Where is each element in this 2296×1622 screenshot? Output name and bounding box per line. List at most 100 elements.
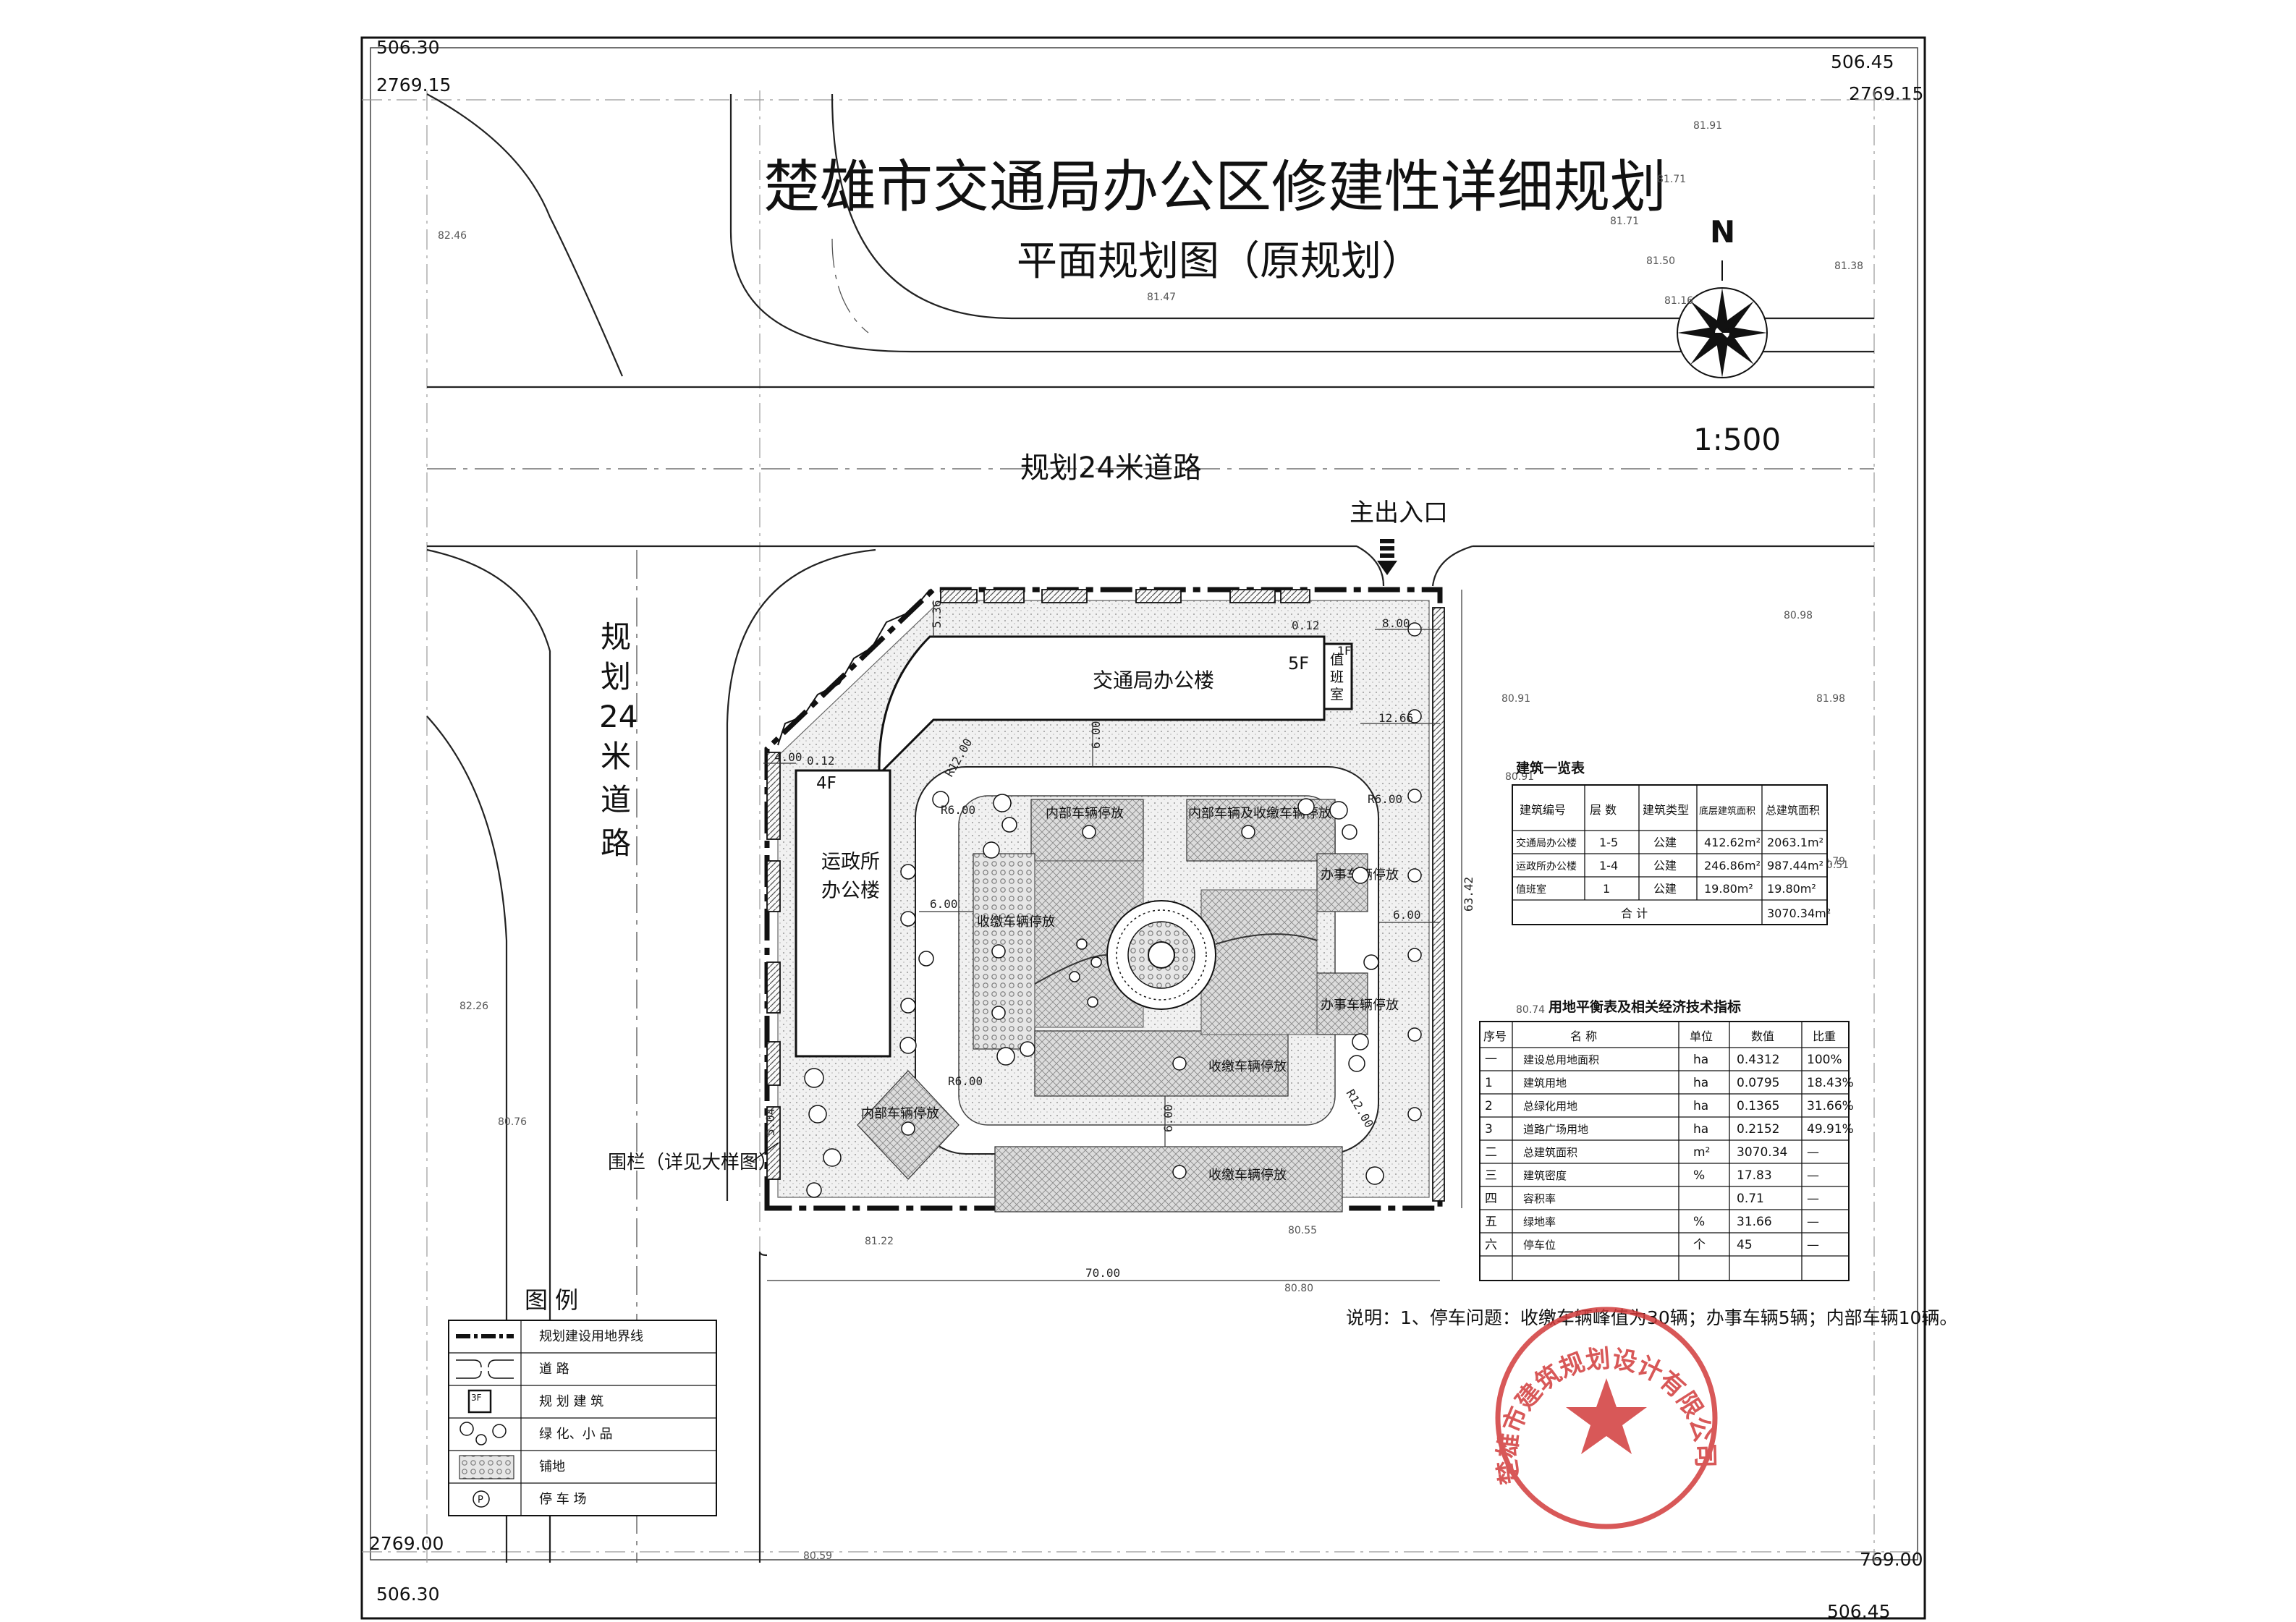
table-header: 层 数 bbox=[1590, 803, 1617, 817]
spot-elevation: 80.55 bbox=[1288, 1225, 1317, 1236]
transport-office-label: 交通局办公楼 bbox=[1093, 668, 1214, 692]
table-header: 底层建筑面积 bbox=[1699, 805, 1755, 817]
spot-elevation: 81.91 bbox=[1693, 120, 1722, 132]
west-road-char: 划 bbox=[601, 659, 631, 695]
table-cell: 2063.1m² bbox=[1767, 836, 1823, 849]
spot-elevation: 81.38 bbox=[1834, 260, 1863, 272]
land-table-cell: 建筑用地 bbox=[1523, 1077, 1567, 1090]
land-table-cell: 49.91% bbox=[1807, 1122, 1854, 1137]
coord-tr-y: 2769.15 bbox=[1849, 83, 1923, 104]
parking-label: 内部车辆及收缴车辆停放 bbox=[1188, 806, 1331, 821]
land-table-cell: 0.71 bbox=[1737, 1192, 1764, 1206]
land-table-cell: 17.83 bbox=[1737, 1168, 1772, 1183]
duty-room bbox=[1323, 642, 1353, 710]
west-road-char: 米 bbox=[601, 739, 631, 774]
inner-frame bbox=[370, 47, 1918, 1561]
land-table-cell: 0.1365 bbox=[1737, 1099, 1779, 1113]
land-table-cell: 3070.34 bbox=[1737, 1145, 1787, 1160]
spot-elevation: 81.47 bbox=[1147, 292, 1176, 303]
fence-label: 围栏（详见大样图） bbox=[608, 1152, 777, 1173]
land-table-cell: 容积率 bbox=[1523, 1192, 1556, 1205]
yunzheng-label-1: 运政所 bbox=[821, 851, 880, 873]
parking-label: 内部车辆停放 bbox=[861, 1106, 939, 1121]
parking-label: 收缴车辆停放 bbox=[1208, 1059, 1287, 1074]
dim-label: 8.00 bbox=[1382, 616, 1410, 630]
land-table-cell: — bbox=[1807, 1238, 1819, 1252]
spot-elevation: 80.76 bbox=[498, 1116, 527, 1128]
land-table-cell: 总绿化用地 bbox=[1523, 1100, 1577, 1113]
spot-elevation: 81.16 bbox=[1664, 295, 1693, 307]
duty-room-char: 值 bbox=[1330, 652, 1344, 668]
dim-label: 5.36 bbox=[930, 600, 944, 628]
land-table-cell: 建设总用地面积 bbox=[1523, 1053, 1599, 1066]
spot-elevation: 81.71 bbox=[1657, 174, 1686, 185]
table-cell: 1-5 bbox=[1599, 836, 1618, 849]
yunzheng-label-2: 办公楼 bbox=[821, 880, 880, 902]
table-cell: 412.62m² bbox=[1704, 836, 1761, 849]
land-table-cell: 18.43% bbox=[1807, 1076, 1854, 1090]
table-total-label: 合 计 bbox=[1621, 906, 1648, 920]
building-table: 建筑一览表 建筑编号 层 数 建筑类型 底层建筑面积 总建筑面积 交通局办公楼 … bbox=[1512, 760, 1831, 925]
spot-elevation: 80.91 bbox=[1501, 693, 1530, 705]
table-header: 比重 bbox=[1813, 1029, 1836, 1043]
table-cell: 1-4 bbox=[1599, 859, 1618, 872]
dim-label: R6.00 bbox=[1368, 792, 1402, 806]
parking-office-2 bbox=[1316, 972, 1368, 1035]
road-icon bbox=[456, 1359, 514, 1379]
dim-label: R6.00 bbox=[948, 1074, 983, 1088]
legend: 图 例 3F P 规划建设用地界线 道 路 规 划 建 筑 绿 化、小 品 铺地… bbox=[448, 1286, 717, 1516]
land-table-cell: 四 bbox=[1485, 1192, 1497, 1206]
table-cell: 1 bbox=[1603, 882, 1610, 896]
parking-icons bbox=[901, 825, 1255, 1179]
west-road-char: 路 bbox=[601, 825, 631, 861]
legend-label: 规划建设用地界线 bbox=[539, 1329, 643, 1344]
spot-elevation: 81.50 bbox=[1646, 255, 1675, 267]
spot-elevation: 82.26 bbox=[459, 1001, 488, 1012]
spot-elevation: 80.98 bbox=[1784, 610, 1813, 621]
spot-elevation: 80.91 bbox=[1505, 771, 1534, 783]
table-header: 序号 bbox=[1483, 1029, 1507, 1043]
land-table-cell: m² bbox=[1693, 1145, 1710, 1160]
company-seal: 楚雄市建筑规划设计有限公司 bbox=[1493, 1307, 1719, 1529]
dim-label: 70.00 bbox=[1085, 1266, 1120, 1280]
legend-title: 图 例 bbox=[525, 1286, 578, 1314]
table-header: 总建筑面积 bbox=[1766, 804, 1820, 817]
dim-label: R6.00 bbox=[941, 803, 975, 817]
table-cell: 246.86m² bbox=[1704, 859, 1761, 872]
parking-icon-label: P bbox=[478, 1495, 483, 1506]
land-table-cell: 二 bbox=[1485, 1145, 1497, 1160]
table-header: 建筑编号 bbox=[1520, 803, 1566, 817]
land-table-cell: 六 bbox=[1485, 1238, 1497, 1252]
legend-label: 停 车 场 bbox=[539, 1492, 586, 1507]
land-table-cell: 一 bbox=[1485, 1053, 1497, 1067]
land-table-cell: 0.4312 bbox=[1737, 1053, 1779, 1067]
spot-elevation: 80.59 bbox=[803, 1550, 832, 1562]
table-header: 名 称 bbox=[1570, 1029, 1597, 1043]
table-cell: 公建 bbox=[1653, 882, 1677, 896]
land-table-cell: 五 bbox=[1485, 1215, 1497, 1229]
west-road-label: 规 划 24 米 道 路 bbox=[599, 619, 637, 861]
greenery-icon bbox=[459, 1422, 507, 1445]
garden-path bbox=[1034, 933, 1318, 985]
land-table-cell: % bbox=[1693, 1168, 1705, 1183]
land-table-cell: 31.66% bbox=[1807, 1099, 1854, 1113]
duty-room-floors: 1F bbox=[1337, 644, 1351, 658]
west-road-char: 24 bbox=[599, 699, 637, 734]
table-cell: 交通局办公楼 bbox=[1516, 837, 1577, 849]
legend-label: 绿 化、小 品 bbox=[539, 1427, 612, 1442]
dim-label: 0.12 bbox=[807, 754, 835, 768]
land-table-cell: 2 bbox=[1485, 1099, 1493, 1113]
page-subtitle: 平面规划图（原规划） bbox=[1017, 238, 1422, 285]
coord-br-x: 506.45 bbox=[1827, 1601, 1890, 1622]
building-icon bbox=[467, 1389, 492, 1414]
table-header: 数值 bbox=[1751, 1029, 1774, 1043]
fence-segments bbox=[766, 589, 1445, 1202]
tree-icons bbox=[804, 622, 1422, 1198]
land-table-cell: 31.66 bbox=[1737, 1215, 1772, 1229]
fence-stepped-nw bbox=[777, 589, 931, 746]
table-header: 建筑类型 bbox=[1643, 803, 1689, 817]
parking-label: 办事车辆停放 bbox=[1321, 998, 1399, 1013]
land-table-title: 用地平衡表及相关经济技术指标 bbox=[1549, 998, 1741, 1015]
table-cell: 987.44m² bbox=[1767, 859, 1823, 872]
